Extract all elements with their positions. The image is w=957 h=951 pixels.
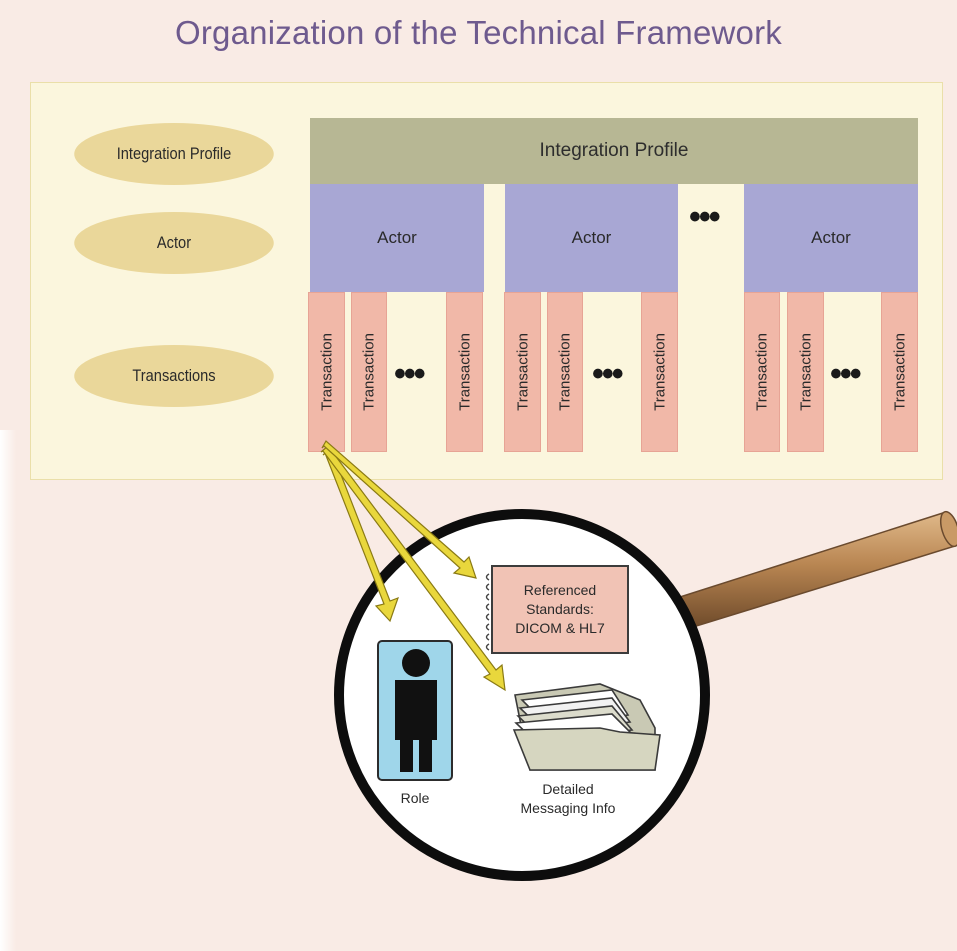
transaction-column: Transaction: [787, 292, 824, 452]
actor-box: Actor: [310, 184, 484, 292]
actor-label: Actor: [571, 228, 612, 247]
actor-ellipsis: •••: [689, 198, 721, 236]
actor-label: Actor: [811, 228, 851, 247]
transaction-column: Transaction: [351, 292, 387, 452]
actor-label: Actor: [377, 228, 417, 247]
transaction-column: Transaction: [881, 292, 918, 452]
legend-transactions: Transactions: [74, 345, 274, 407]
role-label: Role: [400, 790, 430, 806]
transaction-column: Transaction: [547, 292, 583, 452]
role-icon: [377, 640, 453, 781]
folder-icon: [512, 683, 661, 771]
edge-fade: [0, 430, 16, 951]
transaction-ellipsis: •••: [592, 355, 624, 393]
page-title: Organization of the Technical Framework: [175, 14, 782, 51]
magnifier-handle: [679, 510, 957, 629]
referenced-standards-card: Referenced Standards: DICOM & HL7: [491, 565, 629, 654]
arrow-to-standards: [321, 440, 477, 579]
ref-line-1: Referenced: [523, 582, 597, 598]
transaction-column: Transaction: [641, 292, 678, 452]
transaction-column: Transaction: [446, 292, 483, 452]
legend-integration-profile: Integration Profile: [74, 123, 274, 185]
integration-profile-bar: Integration Profile: [310, 118, 918, 184]
transaction-ellipsis: •••: [394, 355, 426, 393]
arrow-to-role: [322, 448, 399, 623]
transaction-column: Transaction: [504, 292, 541, 452]
transaction-column: Transaction: [744, 292, 780, 452]
transaction-arrows: [320, 440, 506, 692]
actor-box: Actor: [505, 184, 678, 292]
notebook-spiral: [485, 573, 490, 651]
messaging-line-1: Detailed: [542, 781, 594, 797]
actor-box: Actor: [744, 184, 918, 292]
transaction-column: Transaction: [308, 292, 345, 452]
arrow-to-messaging: [320, 445, 506, 692]
legend-actor: Actor: [74, 212, 274, 274]
messaging-line-2: Messaging Info: [520, 800, 616, 816]
ref-line-2: Standards:: [526, 601, 594, 617]
integration-profile-label: Integration Profile: [539, 140, 689, 161]
transaction-ellipsis: •••: [830, 355, 862, 393]
ref-line-3: DICOM & HL7: [515, 620, 605, 636]
messaging-info-label: Detailed Messaging Info: [488, 780, 648, 818]
